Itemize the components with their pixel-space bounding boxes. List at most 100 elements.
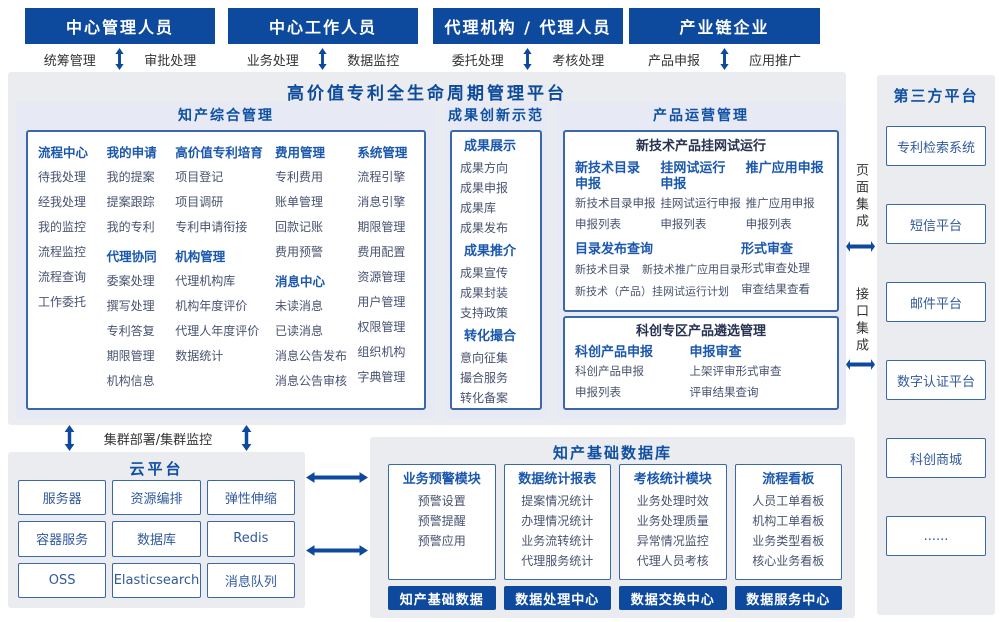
- section-ip-management-title: 知产综合管理: [178, 108, 274, 124]
- actor-group: 产业链企业 产品申报 应用推广: [629, 8, 820, 74]
- menu-entry: 费用配置: [357, 245, 406, 259]
- menu-entry: 高价值专利培育: [175, 145, 263, 160]
- actor-left-label: 统筹管理: [43, 53, 96, 69]
- module-footer: 数据交换中心: [619, 586, 727, 610]
- third-party-title: 第三方平台: [893, 87, 979, 105]
- menu-entry: 成果申报: [460, 181, 509, 195]
- menu-entry: 待我处理: [38, 170, 87, 184]
- column-items: 挂网试运行申报申报列表: [660, 193, 741, 235]
- catalog-row: 新技术目录 新技术推广应用目录: [575, 260, 741, 280]
- menu-entry: 权限管理: [357, 320, 406, 334]
- module-header: 考核统计模块: [633, 472, 712, 487]
- module-box: 业务预警模块 预警设置预警提醒预警应用: [388, 464, 496, 580]
- column-header: 新技术目录 申报: [575, 161, 641, 192]
- menu-entry: 资源管理: [357, 270, 406, 284]
- menu-entry: 流程监控: [38, 245, 87, 259]
- third-party-box: 数字认证平台: [886, 360, 986, 400]
- menu-entry: 异常情况监控: [636, 534, 709, 548]
- menu-entry: 代理人年度评价: [175, 324, 260, 338]
- module-footer: 知产基础数据: [388, 586, 496, 610]
- module-footer: 数据服务中心: [734, 586, 842, 610]
- actors-bar: 中心管理人员 统筹管理 审批处理 中心工作人员 业务处理 数据监控 代理机构 /…: [0, 8, 1000, 74]
- module-box: 数据统计报表 提案情况统计办理情况统计业务流转统计代理服务统计: [503, 464, 611, 580]
- cloud-service-box: 资源编排: [112, 480, 201, 516]
- menu-entry: 数据统计: [175, 349, 224, 363]
- module-items: 业务处理时效业务处理质量异常情况监控代理人员考核: [622, 491, 724, 571]
- cloud-service-box: 服务器: [18, 480, 107, 516]
- sci-innovation-columns: 科创产品申报 科创产品申报申报列表 申报审查 上架评审形式审查评审结果查询: [575, 345, 827, 403]
- menu-entry: 成果宣传: [460, 266, 509, 280]
- menu-entry: 流程查询: [38, 270, 87, 284]
- menu-entry: 代理机构库: [175, 274, 236, 288]
- menu-entry: 代理服务统计: [521, 554, 594, 568]
- double-arrow-vertical-icon: [720, 48, 729, 70]
- menu-entry: 我的提案: [106, 170, 155, 184]
- section-product-operation-title: 产品运营管理: [653, 108, 749, 124]
- menu-column: 我的申请我的提案提案跟踪我的专利代理协同委案处理撰写处理专利答复期限管理机构信息: [107, 140, 168, 400]
- module-box: 流程看板 人员工单看板机构工单看板业务类型看板核心业务看板: [734, 464, 842, 580]
- database-title: 知产基础数据库: [552, 444, 672, 462]
- new-tech-bottom: 目录发布查询 新技术目录 新技术推广应用目录 新技术（产品）挂网试运行计划 形式…: [575, 242, 827, 302]
- column-header: 推广应用申报: [745, 161, 824, 176]
- section-product-operation: 产品运营管理 新技术产品挂网试运行 新技术目录 申报 新技术目录申报申报列表 挂…: [556, 102, 846, 418]
- menu-entry: 业务处理时效: [636, 494, 709, 508]
- column-header: 科创产品申报: [575, 345, 654, 360]
- third-party-panel: 第三方平台 专利检索系统短信平台邮件平台数字认证平台科创商城......: [877, 75, 995, 615]
- actor-left-label: 委托处理: [451, 53, 504, 69]
- module-header: 数据统计报表: [518, 472, 597, 487]
- actor-left-label: 业务处理: [246, 53, 299, 69]
- menu-entry: 成果发布: [460, 221, 509, 235]
- menu-column: 高价值专利培育项目登记项目调研专利申请衔接机构管理代理机构库机构年度评价代理人年…: [175, 140, 267, 400]
- actor-labels: 产品申报 应用推广: [629, 44, 820, 74]
- new-tech-trial-title: 新技术产品挂网试运行: [635, 139, 766, 154]
- column-items: 形式审查处理审查结果查看: [741, 258, 827, 300]
- menu-entry: 项目调研: [175, 195, 224, 209]
- menu-entry: 专利申请衔接: [175, 220, 248, 234]
- double-arrow-vertical-icon: [523, 48, 533, 70]
- module-box: 考核统计模块 业务处理时效业务处理质量异常情况监控代理人员考核: [619, 464, 727, 580]
- section-achievement-demo: 成果创新示范 成果展示成果方向成果申报成果库成果发布成果推介成果宣传成果封装支持…: [444, 102, 548, 418]
- menu-entry: 人员工单看板: [752, 494, 825, 508]
- menu-entry: 成果展示: [464, 139, 517, 154]
- menu-entry: 用户管理: [357, 295, 406, 309]
- achievement-box: 成果展示成果方向成果申报成果库成果发布成果推介成果宣传成果封装支持政策转化撮合意…: [450, 130, 542, 410]
- double-arrow-horizontal-icon: [306, 472, 368, 483]
- new-tech-trial-box: 新技术产品挂网试运行 新技术目录 申报 新技术目录申报申报列表 挂网试运行 申报…: [563, 130, 839, 312]
- menu-entry: 账单管理: [275, 195, 324, 209]
- column-header: 形式审查: [741, 242, 794, 257]
- menu-entry: 推广应用申报: [745, 196, 815, 210]
- actor-title: 中心工作人员: [228, 8, 418, 44]
- menu-entry: 期限管理: [106, 349, 155, 363]
- double-arrow-vertical-icon: [64, 425, 75, 451]
- menu-entry: 提案跟踪: [106, 195, 155, 209]
- column-items: 上架评审形式审查评审结果查询: [690, 361, 827, 403]
- menu-entry: 科创产品申报: [575, 364, 644, 378]
- database-modules: 业务预警模块 预警设置预警提醒预警应用 知产基础数据 数据统计报表 提案情况统计…: [388, 464, 842, 610]
- database-module: 流程看板 人员工单看板机构工单看板业务类型看板核心业务看板 数据服务中心: [734, 464, 842, 610]
- menu-entry: 成果库: [460, 201, 497, 215]
- menu-entry: 期限管理: [357, 220, 406, 234]
- menu-entry: 系统管理: [357, 145, 408, 160]
- menu-entry: 费用管理: [275, 145, 326, 160]
- actor-right-label: 数据监控: [347, 53, 400, 69]
- sci-innovation-box: 科创专区产品遴选管理 科创产品申报 科创产品申报申报列表 申报审查 上架评审形式…: [563, 316, 839, 410]
- integration-strip: 页面集成 接口集成: [845, 75, 876, 435]
- actor-group: 代理机构 / 代理人员 委托处理 考核处理: [433, 8, 623, 74]
- menu-column: 系统管理流程引擎消息引擎期限管理费用配置资源管理用户管理权限管理组织机构字典管理: [357, 140, 414, 400]
- menu-entry: 未读消息: [275, 299, 324, 313]
- double-arrow-vertical-icon: [318, 48, 328, 70]
- module-items: 人员工单看板机构工单看板业务类型看板核心业务看板: [738, 491, 840, 571]
- column-header: 申报审查: [689, 345, 742, 360]
- column-items: 推广应用申报申报列表: [746, 193, 827, 235]
- menu-entry: 代理协同: [106, 249, 157, 264]
- menu-entry: 形式审查处理: [741, 261, 810, 275]
- menu-entry: 申报列表: [745, 217, 792, 231]
- menu-column: 申报审查 上架评审形式审查评审结果查询: [690, 345, 827, 403]
- menu-column: 流程中心待我处理经我处理我的监控流程监控流程查询工作委托: [38, 140, 99, 400]
- cloud-title: 云平台: [129, 460, 184, 478]
- menu-entry: 办理情况统计: [521, 514, 594, 528]
- menu-entry: 挂网试运行申报: [660, 196, 741, 210]
- menu-entry: 新技术推广应用目录: [642, 263, 741, 276]
- actor-right-label: 审批处理: [144, 53, 197, 69]
